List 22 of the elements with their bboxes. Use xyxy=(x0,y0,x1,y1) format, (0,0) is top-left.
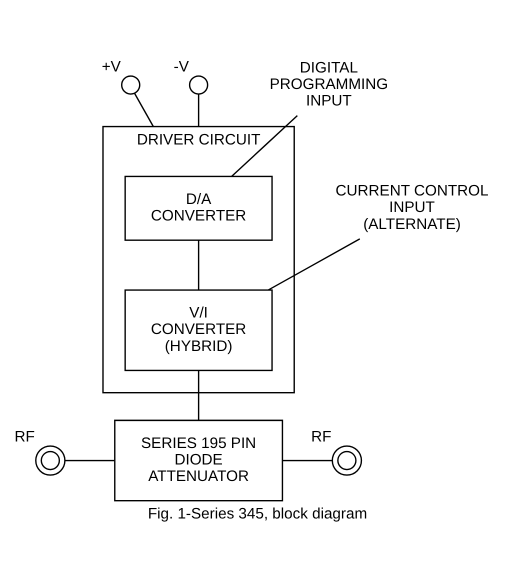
node-circle xyxy=(121,75,140,95)
connector xyxy=(198,240,200,290)
node-label: RF xyxy=(311,428,332,446)
connector xyxy=(198,94,200,127)
node-text: CURRENT CONTROL INPUT (ALTERNATE) xyxy=(336,182,488,233)
node-box: D/A CONVERTER xyxy=(124,176,273,241)
node-box: V/I CONVERTER (HYBRID) xyxy=(124,289,273,372)
connector xyxy=(268,238,360,291)
node-circle xyxy=(188,75,208,95)
node-circle xyxy=(332,445,362,476)
node-label: RF xyxy=(14,428,35,446)
node-circle xyxy=(35,445,66,476)
connector xyxy=(231,115,298,177)
caption: Fig. 1-Series 345, block diagram xyxy=(148,505,368,522)
connector xyxy=(198,370,200,420)
connector xyxy=(282,460,332,462)
node-label: +V xyxy=(102,58,121,76)
node-label: -V xyxy=(174,58,189,76)
connector xyxy=(65,460,114,462)
node-box: SERIES 195 PIN DIODE ATTENUATOR xyxy=(114,420,284,502)
node-text: DIGITAL PROGRAMMING INPUT xyxy=(270,59,388,110)
connector xyxy=(134,92,154,127)
